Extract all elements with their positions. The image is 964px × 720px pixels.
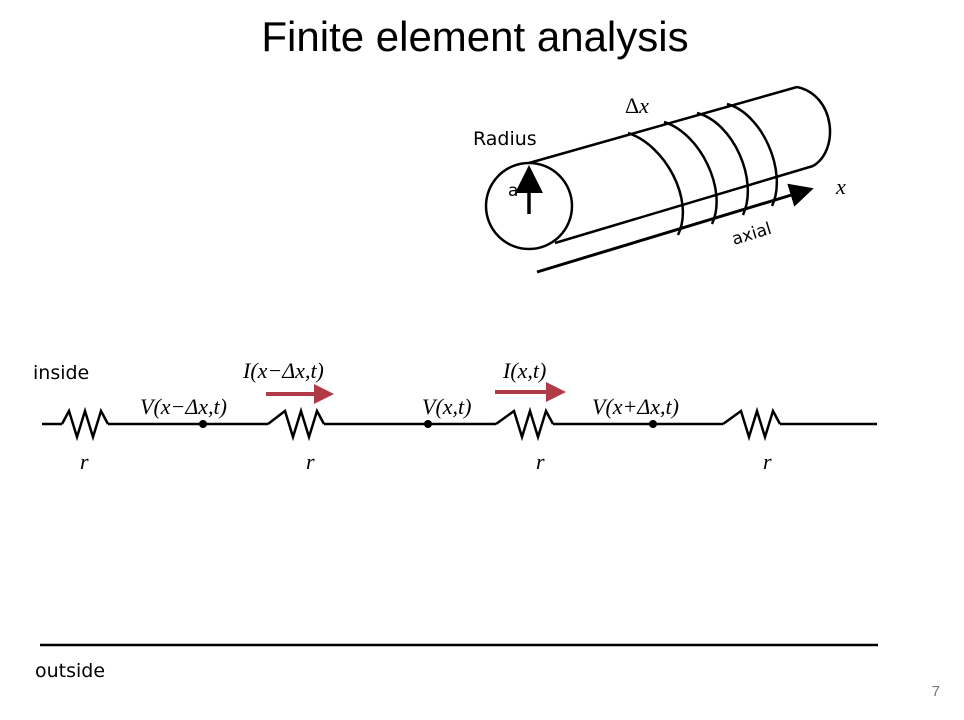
node-dot	[424, 420, 432, 428]
slide-title: Finite element analysis	[261, 13, 689, 60]
cylinder-bottom-edge	[554, 164, 814, 245]
node-label-prev: V(x−Δx,t)	[140, 394, 227, 419]
node-dot	[199, 420, 207, 428]
inside-label: inside	[33, 362, 89, 384]
resistor-label: r	[763, 449, 772, 474]
segment-arc-3	[696, 111, 749, 216]
node-label-current: V(x,t)	[422, 394, 471, 419]
resistor-2	[267, 406, 326, 442]
resistor-label: r	[80, 449, 89, 474]
node-label-next: V(x+Δx,t)	[592, 394, 679, 419]
radius-symbol: a	[508, 181, 518, 201]
segment-arc-2	[663, 120, 718, 225]
delta-symbol: Δ	[625, 93, 639, 118]
segment-arc-1	[627, 131, 685, 236]
current-label-prev: I(x−Δx,t)	[242, 358, 324, 383]
page-number: 7	[931, 683, 940, 700]
resistor-3	[495, 406, 555, 442]
resistor-4	[722, 406, 782, 442]
circuit-diagram	[40, 382, 878, 647]
resistor-label: r	[306, 449, 315, 474]
axial-label: axial	[730, 219, 774, 250]
radius-label: Radius	[473, 128, 537, 150]
outside-label: outside	[35, 660, 105, 682]
cylinder-far-cap	[796, 85, 832, 168]
delta-var: x	[638, 93, 649, 118]
segment-arc-4	[726, 102, 778, 207]
current-label-current: I(x,t)	[502, 358, 546, 383]
resistor-label: r	[536, 449, 545, 474]
node-dot	[649, 420, 657, 428]
axis-var-label: x	[835, 174, 846, 199]
cylinder-top-edge	[528, 85, 798, 165]
cylinder-diagram	[484, 85, 832, 274]
axial-arrow	[536, 183, 814, 274]
delta-x-label: Δx	[625, 93, 649, 118]
resistor-1	[60, 406, 110, 442]
